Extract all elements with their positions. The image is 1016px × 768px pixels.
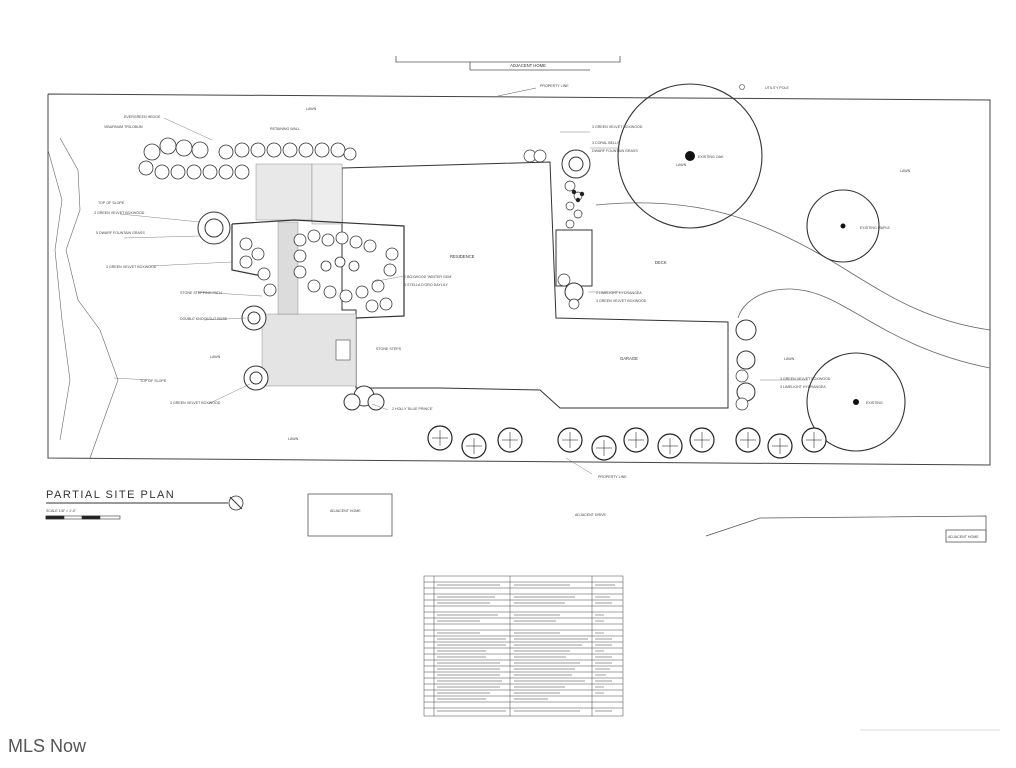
svg-text:5 DWARF FOUNTAIN GRASS: 5 DWARF FOUNTAIN GRASS — [96, 231, 145, 235]
svg-text:2 BOXWOOD 'WINTER GEM': 2 BOXWOOD 'WINTER GEM' — [404, 275, 452, 279]
svg-text:VIBURNUM TRILOBUM: VIBURNUM TRILOBUM — [104, 125, 143, 129]
dark-shrubs — [571, 189, 585, 203]
lawn-label-1: LAWN — [306, 107, 317, 111]
evergreen-row-bottom — [427, 425, 827, 461]
adjacent-home-right — [705, 515, 987, 543]
svg-text:EVERGREEN HEDGE: EVERGREEN HEDGE — [124, 115, 161, 119]
property-line-top-label: PROPERTY LINE — [540, 84, 569, 88]
plant-schedule-text — [437, 584, 615, 712]
residence-footprint — [341, 161, 729, 409]
top-of-slope-2-label: TOP OF SLOPE — [140, 379, 167, 383]
svg-text:3 GREEN VELVET BOXWOOD: 3 GREEN VELVET BOXWOOD — [596, 299, 647, 303]
svg-text:3 LIMELIGHT HYDRANGEA: 3 LIMELIGHT HYDRANGEA — [780, 385, 826, 389]
shrub-cluster-center — [239, 229, 399, 313]
svg-text:DOUBLE KNOCKOUT ROSE: DOUBLE KNOCKOUT ROSE — [180, 317, 228, 321]
svg-text:EXISTING OAK: EXISTING OAK — [698, 155, 724, 159]
plant-schedule-table — [423, 575, 624, 717]
lawn-label-5: LAWN — [784, 357, 795, 361]
foundation-shrubs — [523, 149, 749, 411]
garage-label: GARAGE — [620, 356, 638, 361]
ornamental-trees — [197, 149, 757, 411]
svg-text:3 GREEN VELVET BOXWOOD: 3 GREEN VELVET BOXWOOD — [94, 211, 145, 215]
adjacent-home-top-label: ADJACENT HOME — [510, 63, 546, 68]
svg-text:EXISTING: EXISTING — [866, 401, 883, 405]
top-of-slope-1-label: TOP OF SLOPE — [98, 201, 125, 205]
svg-text:DWARF FOUNTAIN GRASS: DWARF FOUNTAIN GRASS — [592, 149, 638, 153]
lawn-label-4: LAWN — [900, 169, 911, 173]
svg-text:2 HOLLY 'BLUE PRINCE': 2 HOLLY 'BLUE PRINCE' — [392, 407, 433, 411]
lawn-label-2: LAWN — [210, 355, 221, 359]
adjacent-home-bottom — [307, 493, 393, 537]
svg-text:STONE STEPS: STONE STEPS — [376, 347, 402, 351]
adjacent-home-top — [395, 56, 621, 71]
svg-text:3 GREEN VELVET BOXWOOD: 3 GREEN VELVET BOXWOOD — [170, 401, 221, 405]
svg-text:3 CORAL BELLS: 3 CORAL BELLS — [592, 141, 620, 145]
plant-notes: EVERGREEN HEDGE VIBURNUM TRILOBUM 3 GREE… — [94, 115, 831, 411]
property-boundary — [47, 93, 991, 466]
scale-bar — [45, 515, 121, 520]
svg-text:3 GREEN VELVET BOXWOOD: 3 GREEN VELVET BOXWOOD — [780, 377, 831, 381]
utility-pole-label: UTILITY POLE — [765, 86, 790, 90]
svg-text:2 LIMELIGHT HYDRANGEA: 2 LIMELIGHT HYDRANGEA — [596, 291, 642, 295]
svg-text:3 STELLA D'ORO DAYLILY: 3 STELLA D'ORO DAYLILY — [404, 283, 448, 287]
north-arrow-icon — [228, 495, 244, 511]
retaining-wall — [231, 219, 405, 319]
svg-text:3 GREEN VELVET BOXWOOD: 3 GREEN VELVET BOXWOOD — [106, 265, 157, 269]
deck-label: DECK — [655, 260, 667, 265]
retaining-wall-label: RETAINING WALL — [270, 127, 300, 131]
svg-text:SCALE 1/8" = 1'-0": SCALE 1/8" = 1'-0" — [46, 509, 77, 513]
svg-text:EXISTING MAPLE: EXISTING MAPLE — [860, 226, 891, 230]
adjacent-drive-label: ADJACENT DRIVE — [575, 513, 606, 517]
plant-note-leaders — [113, 117, 808, 475]
adjacent-home-bottom-label: ADJACENT HOME — [330, 509, 361, 513]
svg-text:STONE STEPPING PATH: STONE STEPPING PATH — [180, 291, 222, 295]
svg-text:LAWN: LAWN — [676, 163, 687, 167]
evergreen-row-texture — [432, 430, 822, 456]
shrub-hedge-top — [138, 137, 357, 180]
lawn-label-3: LAWN — [288, 437, 299, 441]
adjacent-home-right-label: ADJACENT HOME — [948, 535, 979, 539]
large-canopy-trees — [617, 83, 906, 452]
residence-label: RESIDENCE — [450, 254, 475, 259]
svg-text:3 GREEN VELVET BOXWOOD: 3 GREEN VELVET BOXWOOD — [592, 125, 643, 129]
property-line-bottom-label: PROPERTY LINE — [598, 475, 627, 479]
mls-now-watermark: MLS Now — [8, 736, 87, 756]
slope-outline — [47, 137, 119, 459]
plan-title: PARTIAL SITE PLAN — [46, 489, 175, 501]
